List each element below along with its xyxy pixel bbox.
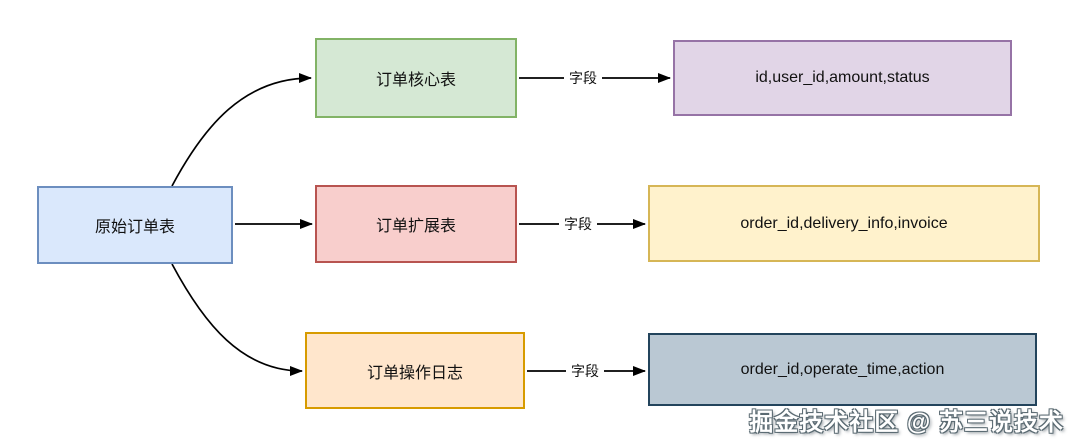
edge-label-fields-ext: 字段 — [559, 214, 597, 234]
edge-source-to-log — [171, 263, 303, 376]
node-log-table-fields: order_id,operate_time,action — [648, 333, 1037, 406]
node-original-order-table: 原始订单表 — [37, 186, 233, 264]
edge-label-fields-core: 字段 — [564, 68, 602, 88]
node-core-table-fields: id,user_id,amount,status — [673, 40, 1012, 116]
node-extension-table-fields: order_id,delivery_info,invoice — [648, 185, 1040, 262]
edge-source-to-core — [171, 73, 312, 187]
edge-label-fields-log: 字段 — [566, 361, 604, 381]
node-order-core-table: 订单核心表 — [315, 38, 517, 118]
node-order-extension-table: 订单扩展表 — [315, 185, 517, 263]
watermark: 掘金技术社区 @ 苏三说技术 — [749, 409, 1064, 436]
node-order-operation-log: 订单操作日志 — [305, 332, 525, 409]
